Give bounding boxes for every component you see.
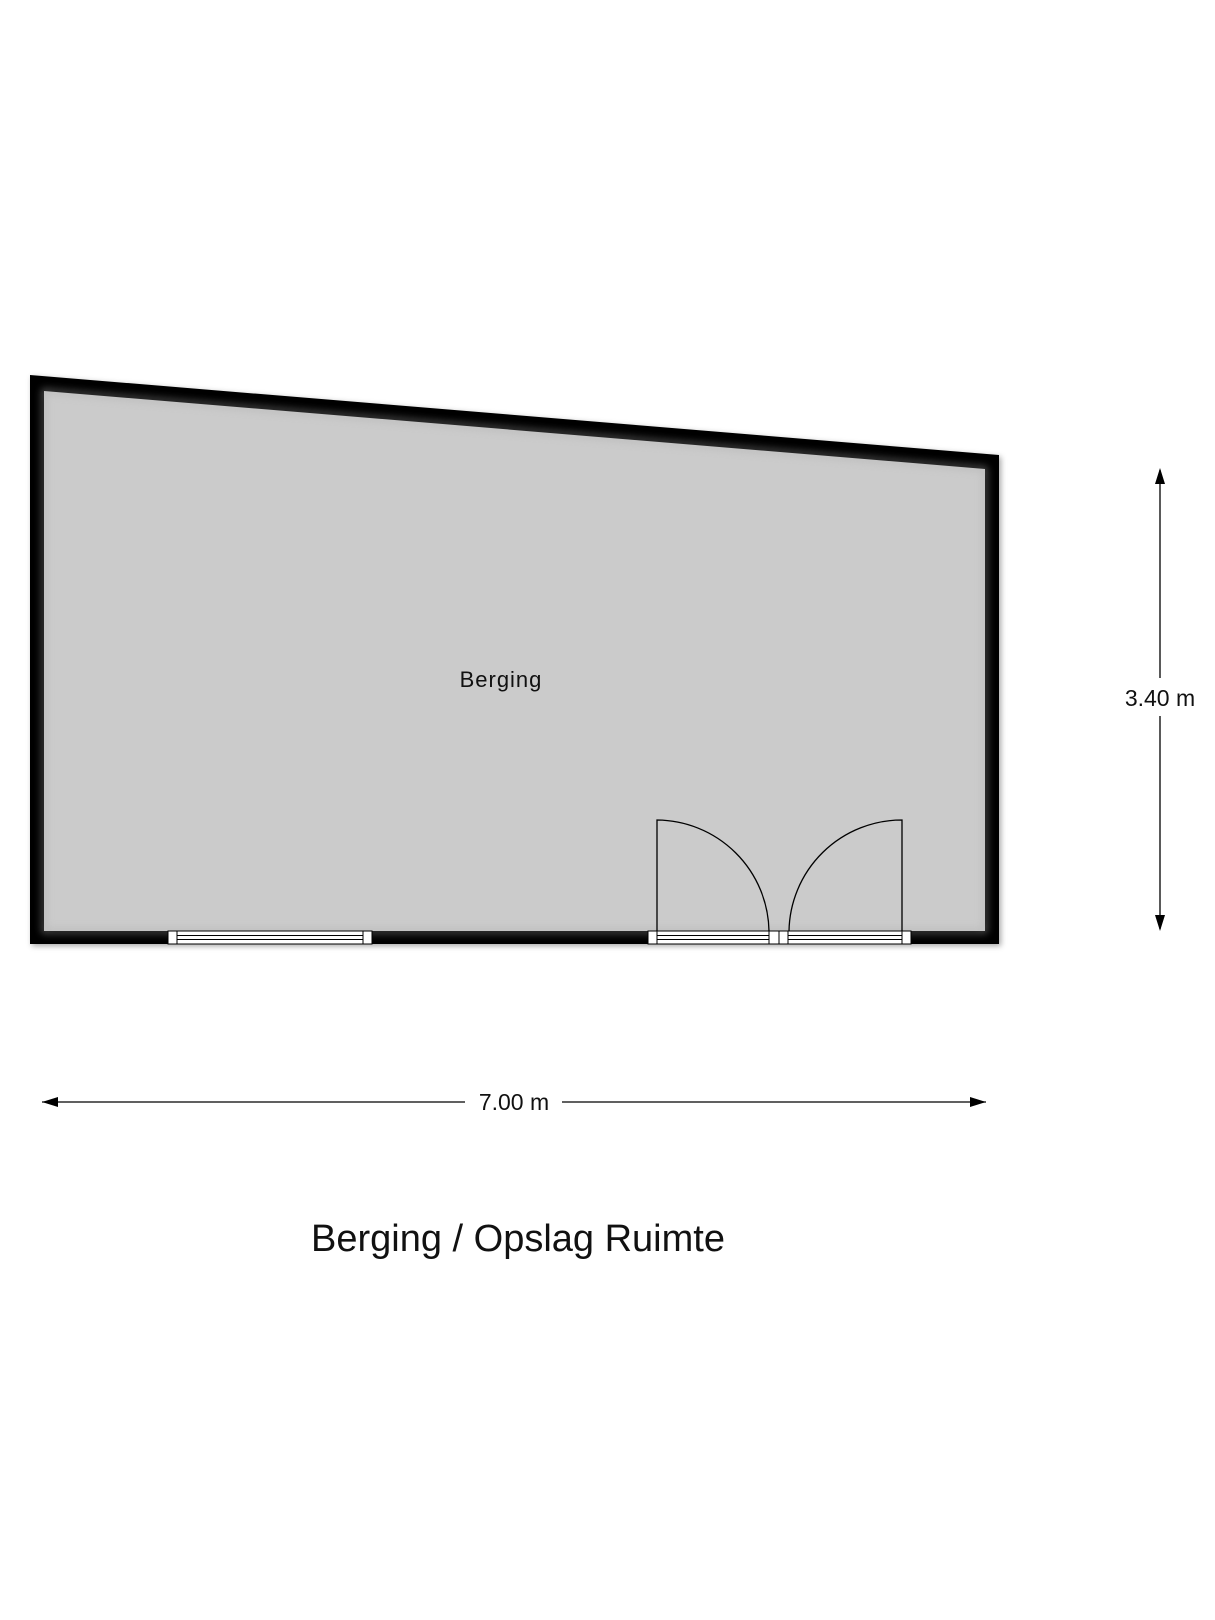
door-leaf-left	[656, 819, 770, 932]
double-door[interactable]	[647, 819, 912, 945]
width-dimension: 7.00 m	[42, 1089, 986, 1115]
width-label: 7.00 m	[479, 1089, 549, 1115]
height-label: 3.40 m	[1125, 685, 1195, 711]
door-leaf-right	[788, 819, 903, 932]
window	[167, 930, 373, 945]
arrow-left-icon	[42, 1097, 58, 1107]
arrow-down-icon	[1155, 915, 1165, 931]
floor-inner-shadow	[42, 388, 987, 933]
arrow-right-icon	[970, 1097, 986, 1107]
room-label: Berging	[460, 667, 543, 692]
arrow-up-icon	[1155, 468, 1165, 484]
height-dimension: 3.40 m	[1125, 468, 1195, 931]
plan-title: Berging / Opslag Ruimte	[311, 1218, 725, 1260]
room-floor	[44, 391, 985, 931]
